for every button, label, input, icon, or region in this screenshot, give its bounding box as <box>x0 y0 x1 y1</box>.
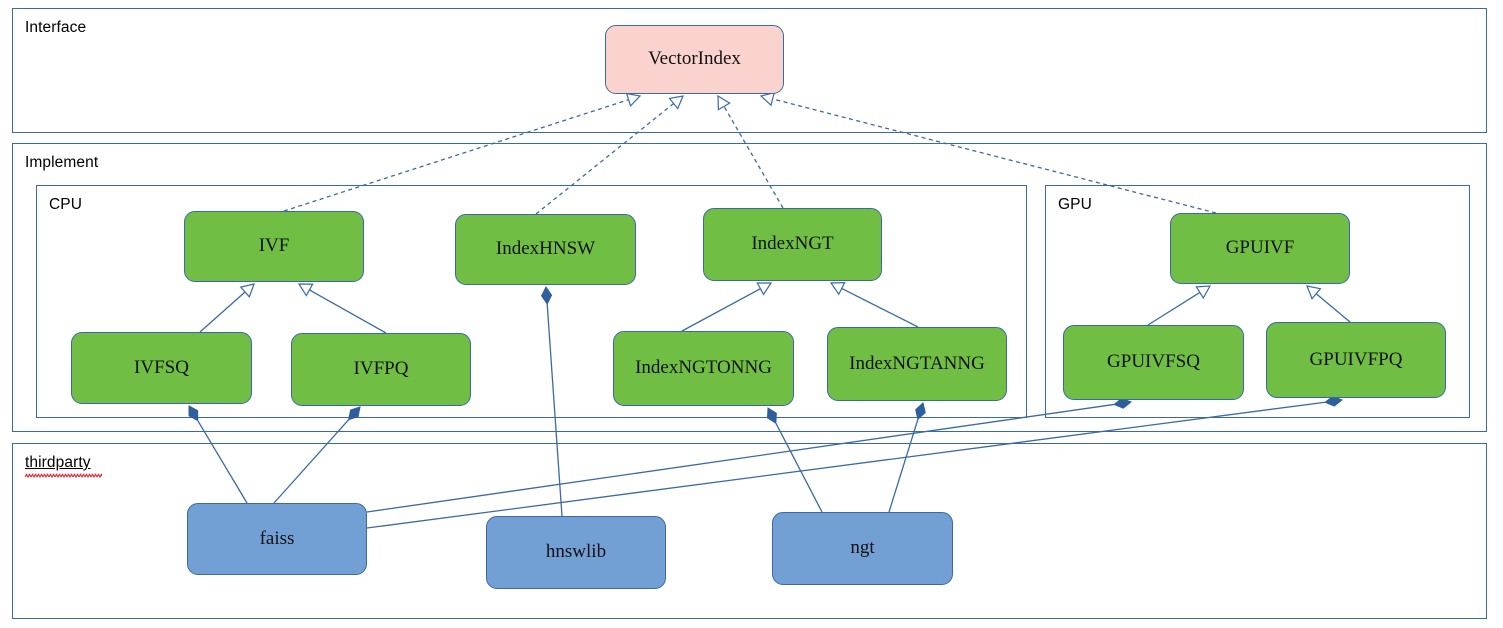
node-ivfpq[interactable]: IVFPQ <box>291 333 471 406</box>
node-ivf[interactable]: IVF <box>184 211 364 282</box>
spellcheck-squiggle <box>25 473 102 478</box>
package-label-implement: Implement <box>25 154 99 171</box>
node-label-vectorindex: VectorIndex <box>648 48 741 70</box>
package-label-interface: Interface <box>25 19 87 36</box>
node-indexhnsw[interactable]: IndexHNSW <box>455 214 636 285</box>
node-indexngt[interactable]: IndexNGT <box>703 208 882 281</box>
node-gpuivfsq[interactable]: GPUIVFSQ <box>1063 325 1244 400</box>
node-indexngtanng[interactable]: IndexNGTANNG <box>827 327 1007 401</box>
node-label-faiss: faiss <box>259 527 295 549</box>
package-label-cpu: CPU <box>49 196 83 213</box>
node-label-hnswlib: hnswlib <box>545 541 607 563</box>
node-faiss[interactable]: faiss <box>187 503 367 575</box>
node-label-ngt: ngt <box>850 537 875 559</box>
node-label-gpuivfpq: GPUIVFPQ <box>1309 348 1403 370</box>
node-label-ivfpq: IVFPQ <box>353 358 409 380</box>
package-label-thirdparty: thirdparty <box>25 454 91 471</box>
node-label-ivf: IVF <box>258 235 290 257</box>
node-ngt[interactable]: ngt <box>772 512 953 585</box>
package-label-gpu: GPU <box>1058 196 1092 213</box>
node-label-ivfsq: IVFSQ <box>134 356 189 378</box>
node-ivfsq[interactable]: IVFSQ <box>71 332 252 404</box>
node-gpuivfpq[interactable]: GPUIVFPQ <box>1266 322 1446 398</box>
node-indexngtonng[interactable]: IndexNGTONNG <box>613 331 794 406</box>
node-label-indexngtonng: IndexNGTONNG <box>635 357 772 379</box>
node-label-gpuivf: GPUIVF <box>1225 237 1295 259</box>
node-label-gpuivfsq: GPUIVFSQ <box>1107 351 1200 373</box>
node-label-indexngtanng: IndexNGTANNG <box>849 352 985 374</box>
node-label-indexhnsw: IndexHNSW <box>495 238 596 260</box>
node-gpuivf[interactable]: GPUIVF <box>1170 213 1350 284</box>
node-hnswlib[interactable]: hnswlib <box>486 516 666 589</box>
node-label-indexngt: IndexNGT <box>751 233 834 255</box>
node-vectorindex[interactable]: VectorIndex <box>605 25 784 94</box>
